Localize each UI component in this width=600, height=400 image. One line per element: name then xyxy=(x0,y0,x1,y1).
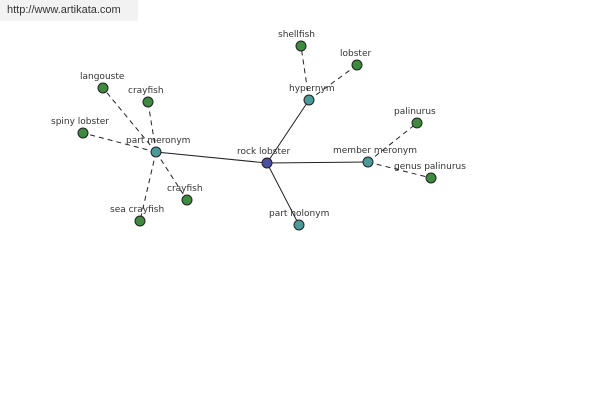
node-lobster[interactable] xyxy=(351,59,363,71)
node-label-langouste: langouste xyxy=(80,72,125,82)
node-crayfish-2[interactable] xyxy=(181,194,193,206)
edge-rock-lobster-to-hypernym xyxy=(266,99,310,164)
node-label-lobster: lobster xyxy=(340,49,371,59)
edge-hypernym-to-shellfish xyxy=(300,45,310,101)
node-hypernym[interactable] xyxy=(303,94,315,106)
nodes-layer xyxy=(77,40,437,231)
node-label-genus-palinurus: genus palinurus xyxy=(394,162,466,172)
node-spiny-lobster[interactable] xyxy=(77,127,89,139)
edge-rock-lobster-to-part-holonym xyxy=(266,162,300,226)
site-url-link[interactable]: http://www.artikata.com xyxy=(0,0,138,21)
node-label-part-holonym: part holonym xyxy=(269,209,329,219)
edge-part-meronym-to-langouste xyxy=(102,87,157,153)
edges-layer xyxy=(82,45,432,226)
node-label-hypernym: hypernym xyxy=(289,84,335,94)
node-label-crayfish-2: crayfish xyxy=(167,184,203,194)
node-palinurus[interactable] xyxy=(411,117,423,129)
edge-part-meronym-to-crayfish-2 xyxy=(155,151,188,201)
edge-rock-lobster-to-part-meronym xyxy=(155,151,268,164)
node-member-meronym[interactable] xyxy=(362,156,374,168)
node-label-part-meronym: part meronym xyxy=(126,136,190,146)
labels-layer: rock lobster hypernym part meronym member m… xyxy=(51,30,466,219)
node-label-member-meronym: member meronym xyxy=(333,146,417,156)
node-label-sea-crayfish: sea crayfish xyxy=(110,205,164,215)
node-genus-palinurus[interactable] xyxy=(425,172,437,184)
node-label-shellfish: shellfish xyxy=(278,30,315,40)
edge-member-meronym-to-palinurus xyxy=(367,122,418,163)
node-label-palinurus: palinurus xyxy=(394,107,436,117)
node-part-holonym[interactable] xyxy=(293,219,305,231)
node-langouste[interactable] xyxy=(97,82,109,94)
node-label-rock-lobster: rock lobster xyxy=(237,147,291,157)
node-label-crayfish-1: crayfish xyxy=(128,86,164,96)
edge-part-meronym-to-spiny-lobster xyxy=(82,132,157,153)
node-crayfish-1[interactable] xyxy=(142,96,154,108)
node-label-spiny-lobster: spiny lobster xyxy=(51,117,109,127)
edge-rock-lobster-to-member-meronym xyxy=(266,161,369,164)
edge-member-meronym-to-genus-palinurus xyxy=(367,161,432,179)
edge-part-meronym-to-sea-crayfish xyxy=(139,151,157,222)
node-part-meronym[interactable] xyxy=(150,146,162,158)
node-rock-lobster[interactable] xyxy=(261,157,273,169)
edge-hypernym-to-lobster xyxy=(308,64,358,101)
node-sea-crayfish[interactable] xyxy=(134,215,146,227)
node-shellfish[interactable] xyxy=(295,40,307,52)
